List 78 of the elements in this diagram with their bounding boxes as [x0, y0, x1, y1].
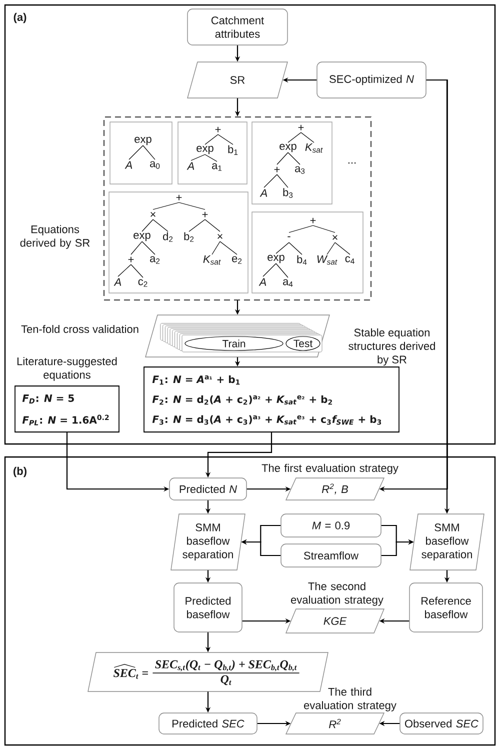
- tree-symbol: A: [114, 278, 122, 286]
- process-box: Streamflow: [280, 544, 382, 568]
- process-box: SEC-optimized N: [316, 62, 426, 98]
- tree-symbol: c$_{4}$: [345, 256, 354, 264]
- formula-parallelogram: [88, 652, 328, 692]
- tree-symbol: d$_{2}$: [163, 232, 173, 242]
- tree-symbol: W$_{sat}$: [317, 255, 338, 265]
- tree-symbol: b$_{1}$: [228, 145, 238, 155]
- tree-symbol: exp: [268, 254, 284, 264]
- parallelogram-box: SMM baseflow separation: [410, 514, 484, 570]
- parallelogram-box: SR: [187, 62, 288, 98]
- tree-symbol: b$_{3}$: [283, 188, 293, 198]
- tree-symbol: +: [274, 166, 280, 172]
- tree-symbol: A: [186, 162, 194, 170]
- tree-symbol: A: [124, 161, 132, 169]
- tree-symbol: c$_{2}$: [138, 279, 148, 287]
- process-box: Predicted SEC: [158, 712, 258, 734]
- tree-symbol: K$_{sat}$: [203, 255, 221, 265]
- annotation-text: Ten-fold cross validation: [21, 324, 138, 334]
- tree-symbol: a$_{1}$: [212, 163, 222, 171]
- equation-text: F$_{PL}$: N = 1.6A$^{0.2}$: [22, 414, 109, 426]
- parallelogram-box: SMM baseflow separation: [170, 514, 246, 570]
- tree-symbol: -: [288, 236, 290, 238]
- tree-symbol: exp: [134, 136, 152, 146]
- tree-symbol: +: [298, 124, 304, 130]
- tree-symbol: a$_{2}$: [150, 256, 160, 264]
- panel-label: (a): [14, 12, 26, 24]
- equation-box: [144, 366, 400, 432]
- equation-box: [14, 386, 120, 432]
- tree-symbol: A: [260, 189, 268, 197]
- process-box: Predicted baseflow: [174, 582, 242, 632]
- annotation-text: Stable equation structures derived by SR: [348, 328, 435, 366]
- formula-text: SEC$_{s,t}$(Q$_{t}$ − Q$_{b,t}$) + SEC$_{b,t}$Q$_{b,t}$: [155, 660, 297, 672]
- expression-tree-box: [252, 122, 332, 204]
- tree-symbol: ×: [332, 234, 338, 240]
- tree-symbol: exp: [134, 232, 150, 242]
- tree-symbol: +: [176, 194, 182, 200]
- process-box: M = 0.9: [280, 514, 382, 538]
- expression-tree-box: [110, 122, 172, 184]
- tree-symbol: a$_{3}$: [295, 166, 305, 174]
- equation-text: F$_{3}$: N = d$_{3}$(A + c$_{3}$)$^{a₃}$ + K$_{sat}$$^{e₃}$ + c$_{3}$f$_{SWE}$ + b$_{3}$: [152, 415, 382, 425]
- strategy-heading: The first evaluation strategy: [262, 464, 398, 474]
- equation-text: F$_{1}$: N = A$^{a₁}$ + b$_{1}$: [152, 375, 240, 385]
- tree-symbol: +: [128, 256, 134, 262]
- expression-tree-box: [252, 212, 364, 294]
- tree-symbol: exp: [280, 144, 296, 152]
- strategy-heading: The third evaluation strategy: [304, 688, 396, 712]
- tree-symbol: a$_{0}$: [150, 161, 160, 169]
- expression-tree-box: [108, 192, 248, 294]
- panel-label: (b): [14, 466, 26, 478]
- tree-symbol: a$_{4}$: [283, 279, 293, 287]
- equation-text: F$_{2}$: N = d$_{2}$(A + c$_{2}$)$^{a₂}$ + K$_{sat}$$^{e₂}$ + b$_{2}$: [152, 395, 332, 405]
- annotation-text: Literature-suggested equations: [17, 357, 117, 381]
- strategy-heading: The second evaluation strategy: [291, 582, 384, 606]
- formula-text: Q$_{t}$: [220, 675, 232, 686]
- dashed-group-box: [104, 116, 372, 300]
- tree-symbol: exp: [196, 146, 214, 154]
- tree-symbol: +: [202, 212, 208, 218]
- annotation-text: Equations derived by SR: [20, 225, 90, 249]
- process-box: Observed SEC: [400, 712, 484, 734]
- tree-symbol: e$_{2}$: [232, 256, 242, 264]
- equation-text: F$_{D}$: N = 5: [22, 394, 74, 404]
- tree-symbol: b$_{2}$: [184, 232, 194, 242]
- panel-frame: [4, 4, 496, 445]
- tree-symbol: ×: [218, 234, 222, 239]
- ellipsis-text: ...: [348, 162, 356, 164]
- tree-symbol: b$_{4}$: [297, 255, 307, 265]
- formula-text: SEC$_{t}$ =: [113, 669, 148, 679]
- tree-symbol: +: [310, 218, 316, 224]
- process-box: Predicted N: [169, 478, 247, 500]
- panel-frame: [4, 456, 496, 746]
- tree-symbol: A: [258, 278, 266, 286]
- expression-tree-box: [178, 122, 248, 184]
- tree-symbol: ×: [150, 212, 156, 217]
- process-box: Catchment attributes: [187, 8, 288, 46]
- process-box: Reference baseflow: [409, 582, 483, 632]
- tree-symbol: K$_{sat}$: [305, 143, 323, 153]
- tree-symbol: +: [215, 126, 221, 132]
